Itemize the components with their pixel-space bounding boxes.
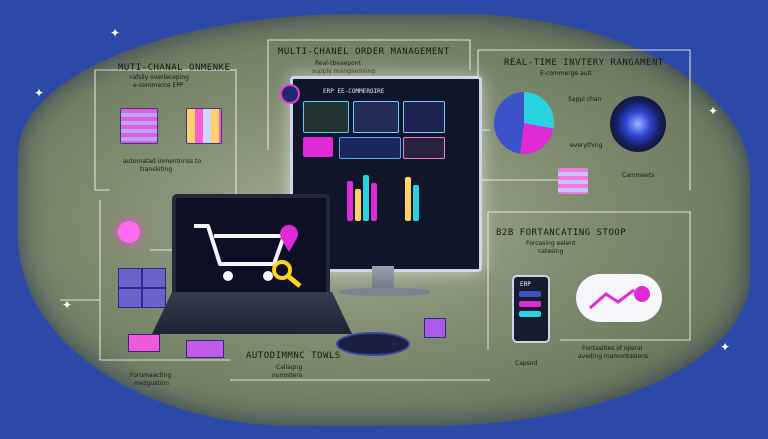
dashboard-widget <box>303 101 349 133</box>
inventory-line-1: E-commerge ault <box>540 70 592 77</box>
multichannel-online-line-1: rafslly overleceping <box>130 74 189 81</box>
dashboard-widget <box>403 101 445 133</box>
trend-line <box>589 286 650 310</box>
cube-icon <box>142 268 166 288</box>
phone-row <box>519 301 541 307</box>
b2b-line-2: catesing <box>538 248 564 255</box>
cube-icon <box>142 288 166 308</box>
monitor-dashboard: ERP EE-COMMEROIRE <box>290 76 482 272</box>
target-disc-icon <box>614 100 662 148</box>
dashboard-widget <box>303 137 333 157</box>
order-management-title: MULTI-CHANEL ORDER MANAGEMENT <box>278 47 450 57</box>
dashboard-bar <box>347 181 353 221</box>
star-icon: ✦ <box>720 340 731 354</box>
multichannel-online-footer-1: automatad inmentnriss to <box>123 158 202 165</box>
monitor-base <box>340 288 430 296</box>
inventory-supply-label: Sappl chan <box>568 96 602 103</box>
automation-title: AUTODIMMNC TOWLS <box>246 351 341 361</box>
lightbulb-icon <box>118 221 140 243</box>
phone-label: ERP <box>520 281 531 288</box>
pie-chart-icon <box>494 92 554 154</box>
forecasting-right-capsod-label: Capsod <box>515 360 538 367</box>
order-management-line-1: Real-tbeaepont <box>315 60 361 67</box>
star-icon: ✦ <box>110 26 121 40</box>
cube-icon <box>424 318 446 338</box>
star-icon: ✦ <box>708 104 719 118</box>
star-icon: ✦ <box>34 86 45 100</box>
dashboard-bar <box>405 177 411 221</box>
dashboard-widget <box>339 137 401 159</box>
cube-icon <box>128 334 160 352</box>
forecasting-left-line-1: Forumaacting <box>130 372 172 379</box>
order-management-line-2: supply mangaemiing <box>312 68 375 75</box>
multichannel-online-title: MUTI-CHANAL ONMENKE <box>118 63 231 73</box>
dashboard-bar <box>371 183 377 221</box>
mouse <box>338 334 408 354</box>
monitor-stand <box>372 266 394 292</box>
forecasting-left-line-2: mezgustion <box>134 380 169 387</box>
forecasting-right-line-1: Fontasities of ojieral <box>582 345 643 352</box>
b2b-line-1: Forcasing eelent <box>526 240 576 247</box>
dashboard-widget <box>353 101 399 133</box>
cube-icon <box>186 340 224 358</box>
dashboard-bar <box>355 189 361 221</box>
automation-line-2: nunosters <box>272 372 302 379</box>
laptop-screen <box>172 194 330 298</box>
inventory-everything-label: everything <box>570 142 603 149</box>
automation-line-1: Callagng <box>276 364 303 371</box>
dashboard-bar <box>363 175 369 221</box>
multichannel-online-line-2: e-commerce EPP <box>133 82 184 89</box>
forecasting-right-line-2: aveding mamontasions <box>578 353 649 360</box>
phone: ERP <box>512 275 550 343</box>
monitor-title: ERP EE-COMMEROIRE <box>323 88 385 95</box>
stacked-papers-icon <box>558 168 588 194</box>
b2b-title: B2B FORTANCATING STOOP <box>496 228 627 238</box>
spreadsheet-card-1 <box>120 108 158 144</box>
phone-row <box>519 291 541 297</box>
cloud-chart-icon <box>576 274 662 322</box>
spreadsheet-card-2 <box>186 108 222 144</box>
star-icon: ✦ <box>62 298 73 312</box>
cube-icon <box>118 268 142 288</box>
phone-row <box>519 311 541 317</box>
dashboard-bar <box>413 185 419 221</box>
dashboard-widget <box>403 137 445 159</box>
multichannel-online-footer-2: transkiting <box>140 166 173 173</box>
shopping-cart-icon <box>194 224 302 288</box>
laptop-keyboard <box>152 292 352 334</box>
inventory-comments-label: Cammeets <box>622 172 655 179</box>
cube-icon <box>118 288 142 308</box>
inventory-title: REAL-TIME INVTERY RANGAMENT <box>504 58 664 68</box>
location-pin-icon <box>282 86 298 102</box>
